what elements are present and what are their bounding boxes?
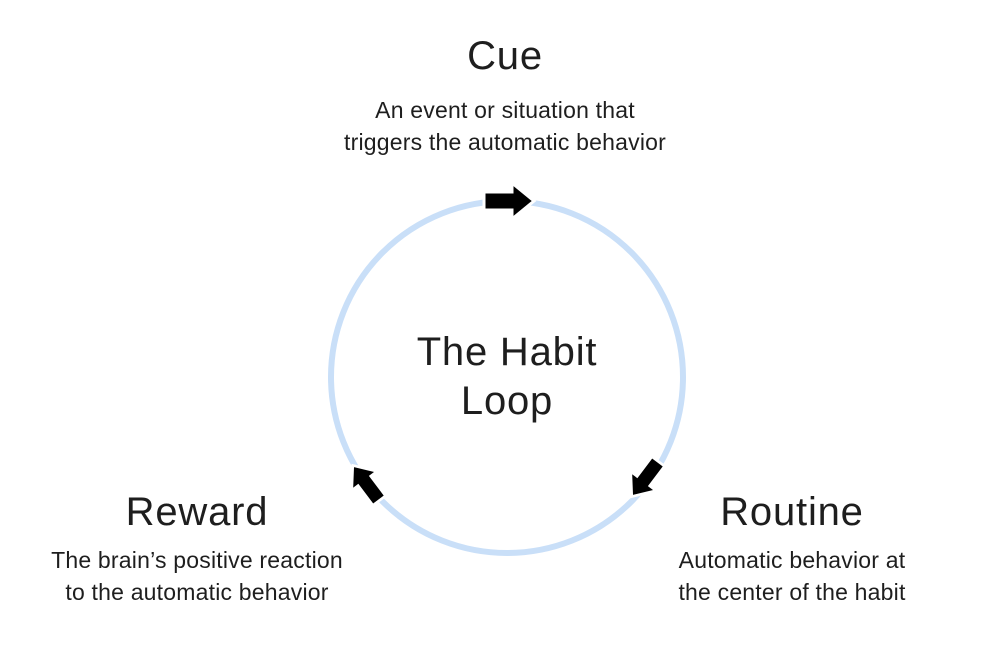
routine-description-line: the center of the habit [678, 579, 906, 605]
center-title: The Habit Loop [417, 328, 598, 426]
cue-description-line: triggers the automatic behavior [344, 129, 666, 155]
cue-description-line: An event or situation that [375, 97, 635, 123]
cue-title: Cue [467, 34, 543, 78]
reward-description-line: The brain’s positive reaction [51, 547, 343, 573]
node-cue: Cue An event or situation that triggers … [285, 32, 725, 158]
node-routine: Routine Automatic behavior at the center… [602, 488, 982, 608]
clockwise-arrow-routine-icon [629, 454, 667, 499]
reward-title: Reward [125, 490, 269, 534]
reward-description: The brain’s positive reaction to the aut… [0, 544, 407, 608]
center-title-line: The Habit [416, 330, 598, 374]
routine-description: Automatic behavior at the center of the … [602, 544, 982, 608]
routine-description-line: Automatic behavior at [678, 547, 906, 573]
reward-description-line: to the automatic behavior [65, 579, 329, 605]
routine-title: Routine [720, 490, 864, 534]
node-reward: Reward The brain’s positive reaction to … [0, 488, 407, 608]
center-title-line: Loop [460, 379, 554, 423]
clockwise-arrow-reward-icon [350, 463, 388, 508]
cue-description: An event or situation that triggers the … [285, 94, 725, 158]
clockwise-arrow-cue-icon [482, 179, 537, 223]
